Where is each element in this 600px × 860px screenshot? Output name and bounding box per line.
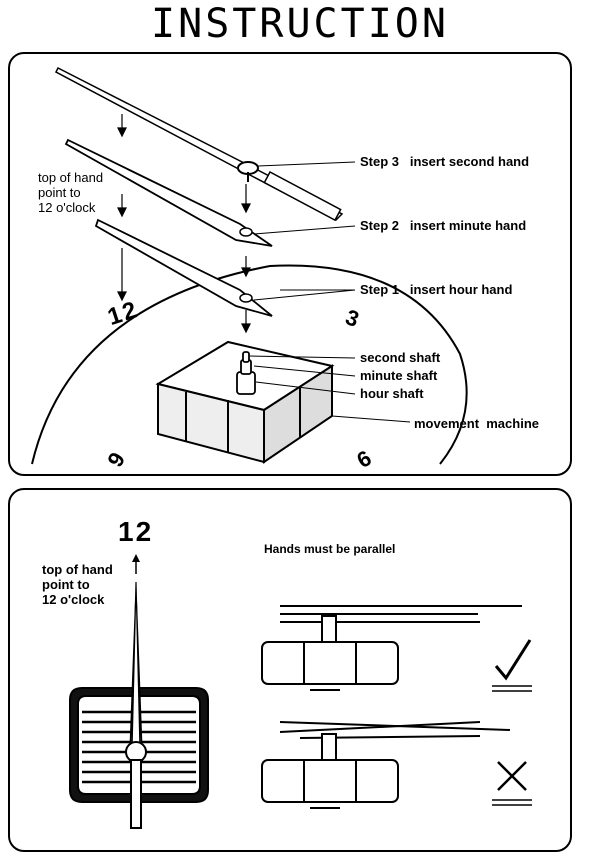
parallel-note: Hands must be parallel — [264, 542, 396, 556]
hand-note-2: top of hand point to 12 o'clock — [42, 562, 113, 607]
step-3-label: Step 3 insert second hand — [360, 154, 530, 169]
step-2-label: Step 2 insert minute hand — [360, 218, 527, 233]
minute-hand — [64, 138, 273, 247]
page-title: INSTRUCTION — [151, 1, 449, 47]
hand-note-line: point to — [38, 185, 81, 200]
cross-mark-icon — [497, 761, 527, 791]
shafts — [236, 351, 256, 395]
hand-note-line: point to — [42, 577, 90, 592]
alignment-diagram — [69, 554, 532, 829]
step-1-label: Step 1 insert hour hand — [360, 282, 513, 297]
hand-note-line: top of hand — [38, 170, 104, 185]
incorrect-side-view — [261, 721, 511, 809]
assembly-steps-panel: 12 3 6 9 top of hand point to 12 o'clock… — [8, 52, 572, 476]
hour-shaft-label: hour shaft — [360, 386, 424, 401]
second-hand-tail — [263, 170, 342, 222]
hand-note-line: top of hand — [42, 562, 113, 577]
hand-note-line: 12 o'clock — [42, 592, 105, 607]
clock-dial-arc — [31, 264, 468, 465]
assembly-diagram — [31, 66, 468, 465]
hand-note: top of hand point to 12 o'clock — [38, 170, 103, 215]
second-shaft-label: second shaft — [360, 350, 441, 365]
correct-side-view — [261, 605, 522, 691]
movement-machine-label: movement machine — [414, 416, 539, 431]
alignment-panel: 12 top of hand point to 12 o'clock Hands… — [8, 488, 572, 852]
hour-hand — [94, 218, 273, 317]
big-number-12: 12 — [118, 516, 154, 547]
minute-shaft-label: minute shaft — [360, 368, 438, 383]
hand-note-line: 12 o'clock — [38, 200, 96, 215]
check-mark-icon — [494, 639, 532, 681]
